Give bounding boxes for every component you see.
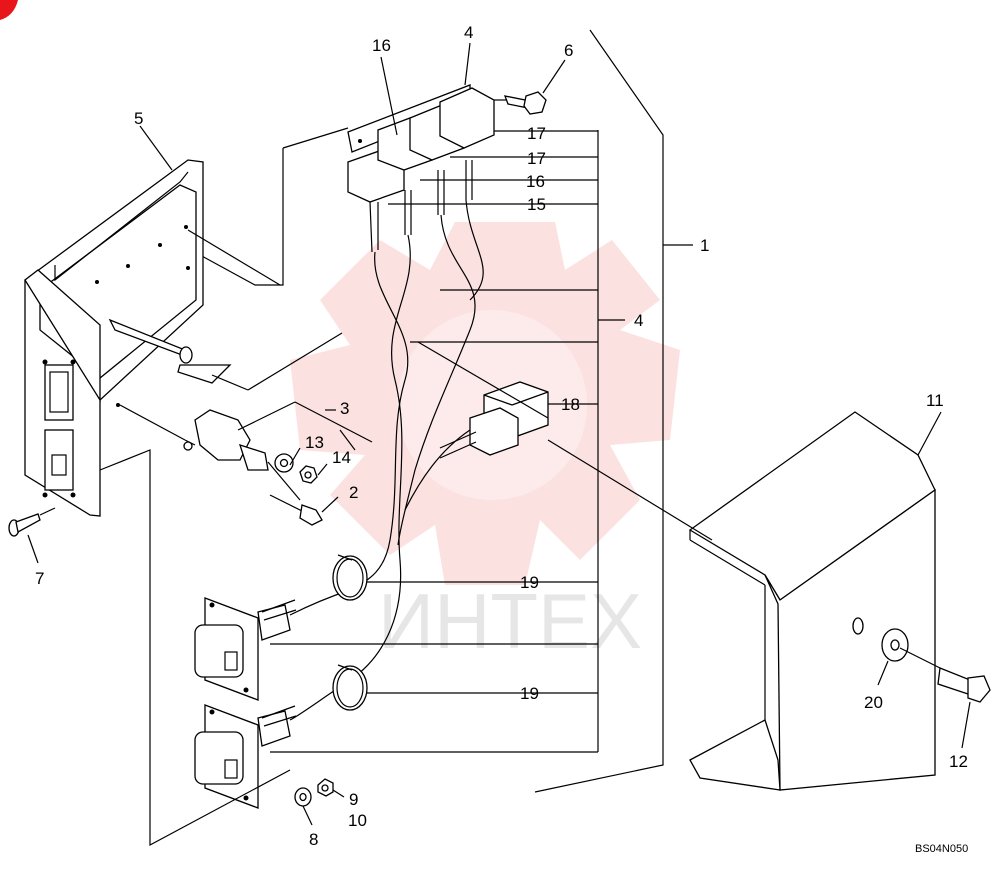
relay-18 (417, 341, 549, 459)
bracket-1 (534, 29, 664, 793)
cover-11 (547, 411, 936, 791)
leader-lines (27, 42, 971, 826)
screw-7 (8, 507, 56, 537)
nut-14 (299, 465, 318, 484)
washer-13 (274, 453, 294, 473)
callout-13: 13 (305, 433, 324, 452)
callout-6: 6 (564, 41, 573, 60)
mounting-plate (24, 159, 343, 517)
callout-4-right: 4 (634, 311, 643, 330)
bolt-12 (899, 647, 991, 703)
nut-9 (317, 778, 334, 797)
callout-1: 1 (700, 236, 709, 255)
clamp-19-lower (332, 664, 368, 711)
corner-badge-icon (0, 0, 18, 20)
callout-9: 9 (349, 790, 358, 809)
callout-10: 10 (348, 811, 367, 830)
callout-16-top: 16 (372, 36, 391, 55)
callout-20: 20 (864, 693, 883, 712)
callout-5: 5 (134, 109, 143, 128)
washer-20 (881, 628, 909, 662)
callout-12: 12 (949, 752, 968, 771)
connector-lower (194, 704, 297, 809)
callout-14: 14 (332, 448, 351, 467)
callout-17-top: 17 (527, 124, 546, 143)
connector-upper (194, 597, 297, 701)
callout-11: 11 (926, 391, 944, 410)
bracket-lower (99, 449, 291, 847)
callout-3: 3 (340, 399, 349, 418)
callout-18: 18 (561, 395, 580, 414)
callout-17-mid: 17 (527, 149, 546, 168)
harness-bus (270, 130, 599, 753)
bracket-frame (199, 148, 284, 286)
screw-6 (494, 91, 547, 115)
wire-harness (289, 199, 484, 721)
callout-8: 8 (309, 830, 318, 849)
callout-16-right: 16 (526, 172, 545, 191)
callout-19-upper: 19 (520, 573, 539, 592)
diode-part (119, 401, 373, 501)
bracket-top (282, 127, 349, 149)
drawing-code: BS04N050 (915, 843, 968, 855)
relay-group (347, 87, 495, 253)
callout-2: 2 (349, 483, 358, 502)
screw-2 (269, 494, 323, 526)
callout-7: 7 (35, 569, 44, 588)
callout-15: 15 (527, 195, 546, 214)
washer-8 (294, 787, 312, 807)
watermark-text: ИНТЕХ (378, 577, 642, 665)
clamp-19-upper (332, 554, 368, 601)
callout-19-lower: 19 (520, 684, 539, 703)
callout-4-top: 4 (464, 23, 473, 42)
